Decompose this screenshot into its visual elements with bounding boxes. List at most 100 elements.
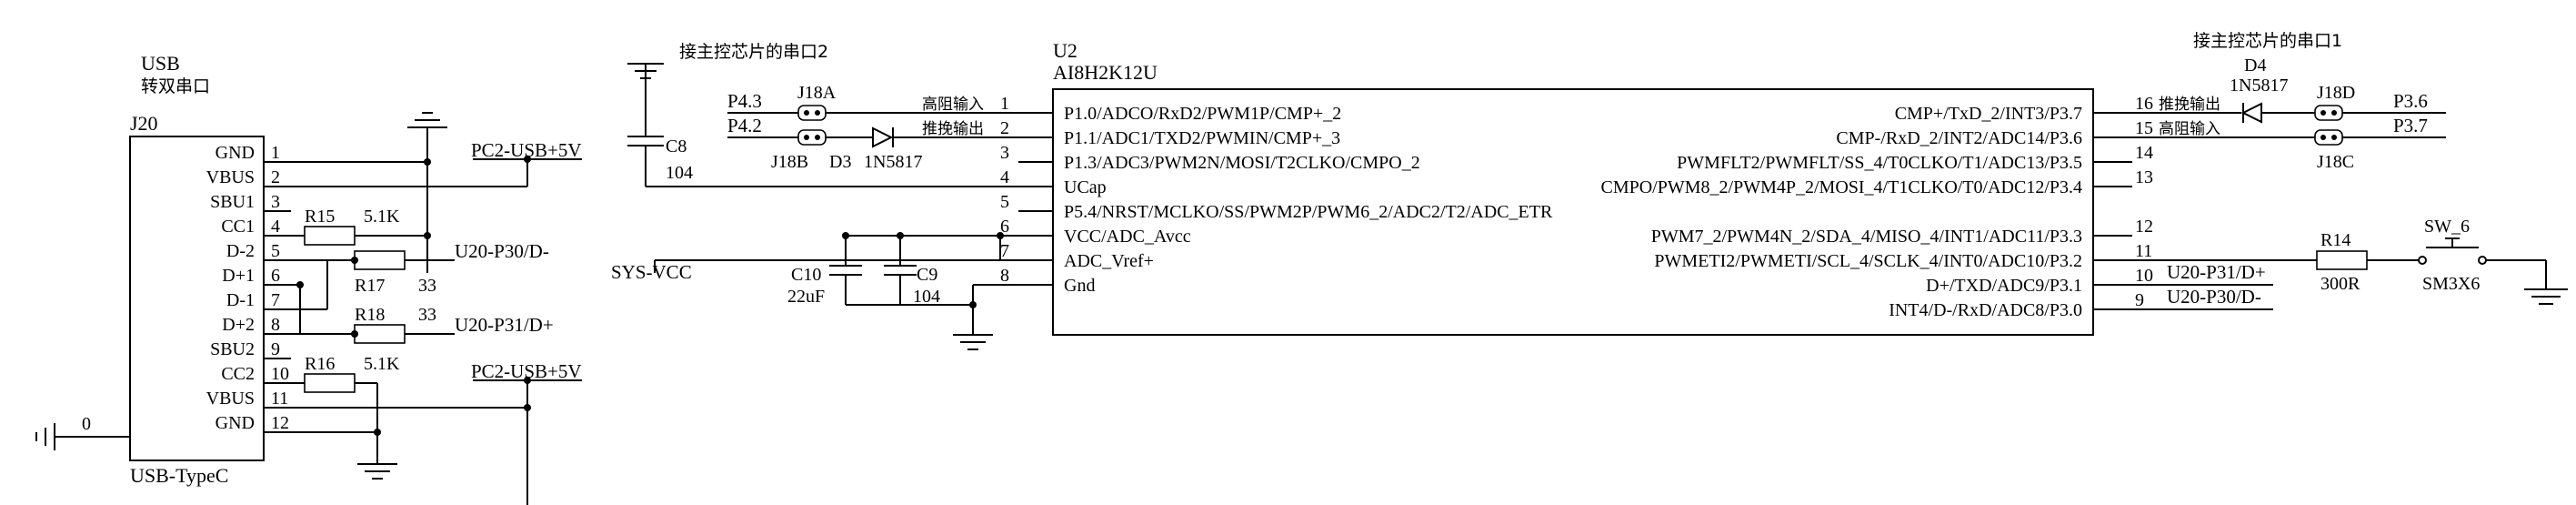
c8-ref: C8 bbox=[666, 136, 687, 157]
mcu-left-pin-mode: 推挽输出 bbox=[922, 120, 984, 138]
net-pc2-usb-5v-top: PC2-USB+5V bbox=[471, 139, 582, 161]
usb-pin-number: 12 bbox=[271, 413, 289, 433]
mcu-right-pin-number: 15 bbox=[2135, 118, 2153, 138]
mcu-left-pin-name: P1.0/ADCO/RxD2/PWM1P/CMP+_2 bbox=[1064, 104, 1341, 124]
mcu-right-pin-number: 13 bbox=[2135, 167, 2153, 187]
right-usb-block: U20-P31/D+ U20-P30/D- R14 300R SW_6 SM3X… bbox=[2093, 161, 2568, 310]
d4-part: 1N5817 bbox=[2230, 76, 2288, 96]
j18c-ref: J18C bbox=[2317, 152, 2354, 172]
j18c-body bbox=[2314, 129, 2343, 146]
j18b-ref: J18B bbox=[771, 152, 808, 172]
c8-cap: C8 104 bbox=[627, 63, 1053, 187]
net-u20-p30: U20-P30/D- bbox=[455, 240, 549, 262]
r17-body bbox=[354, 250, 406, 270]
r14-body bbox=[2316, 250, 2368, 270]
r17-ref: R17 bbox=[355, 276, 385, 296]
usb-shield-ground: 0 bbox=[35, 414, 130, 450]
r18-body bbox=[354, 324, 406, 344]
usb-pin-name: GND bbox=[216, 143, 255, 163]
r18-ref: R18 bbox=[355, 305, 385, 325]
net-p36: P3.6 bbox=[2393, 90, 2428, 112]
usb-title-line2: 转双串口 bbox=[141, 76, 210, 96]
mcu-right-pin-name: CMP+/TxD_2/INT3/P3.7 bbox=[1895, 104, 2082, 124]
usb-body bbox=[129, 136, 265, 461]
mcu-right-pin-name: PWMETI2/PWMETI/SCL_4/SCLK_4/INT0/ADC10/P… bbox=[1654, 251, 2082, 271]
usb-part: USB-TypeC bbox=[130, 464, 228, 487]
j18a-ref: J18A bbox=[797, 83, 837, 103]
d3-body bbox=[872, 126, 894, 148]
mcu-left-pin-mode: 高阻输入 bbox=[922, 96, 984, 114]
usb-pin-name: VBUS bbox=[206, 167, 255, 187]
r14-value: 300R bbox=[2320, 274, 2360, 294]
usb-pin-number: 5 bbox=[271, 241, 280, 261]
sw6-part: SM3X6 bbox=[2422, 274, 2480, 294]
usb-pin-name: D-1 bbox=[226, 290, 255, 310]
mcu-left-pin-name: P1.3/ADC3/PWM2N/MOSI/T2CLKO/CMPO_2 bbox=[1064, 153, 1420, 173]
mcu-left-pin-number: 4 bbox=[1000, 167, 1009, 187]
usb-pin-name: D+2 bbox=[222, 315, 255, 335]
mcu-part: AI8H2K12U bbox=[1053, 61, 1158, 84]
mcu-left-pin-number: 2 bbox=[1000, 118, 1009, 138]
gnd-symbol-mcu bbox=[953, 334, 993, 350]
usb-pin-number: 4 bbox=[271, 217, 280, 237]
mcu-right-pin-number: 11 bbox=[2135, 241, 2152, 261]
d4-ref: D4 bbox=[2244, 56, 2266, 76]
net-right-p30: U20-P30/D- bbox=[2167, 286, 2261, 308]
r18-value: 33 bbox=[418, 305, 436, 325]
usb-ref: J20 bbox=[130, 112, 158, 135]
net-right-p31: U20-P31/D+ bbox=[2167, 261, 2266, 283]
d4-body bbox=[2240, 102, 2262, 124]
usb-pin-number: 2 bbox=[271, 167, 280, 187]
mcu-left-pin-name: VCC/ADC_Avcc bbox=[1064, 227, 1191, 247]
mcu-left-pin-name: P1.1/ADC1/TXD2/PWMIN/CMP+_3 bbox=[1064, 128, 1340, 148]
d3-part: 1N5817 bbox=[864, 152, 922, 172]
net-pc2-usb-5v-bottom: PC2-USB+5V bbox=[471, 360, 582, 382]
r14-ref: R14 bbox=[2320, 230, 2350, 250]
net-u20-p31: U20-P31/D+ bbox=[455, 314, 554, 336]
r17-value: 33 bbox=[418, 276, 436, 296]
uart2-block: 接主控芯片的串口2 C8 104 P4.3 J18A P4.2 bbox=[627, 42, 1053, 187]
usb-pin-number: 8 bbox=[271, 315, 280, 335]
sw6-ref: SW_6 bbox=[2424, 217, 2470, 237]
usb-pin-name: VBUS bbox=[206, 389, 255, 409]
usb-pin-number: 7 bbox=[271, 290, 280, 310]
c9-value: 104 bbox=[913, 287, 940, 307]
mcu-right-pin-number: 14 bbox=[2135, 143, 2153, 163]
gnd-symbol-bottom bbox=[357, 463, 397, 480]
mcu-left-pin-number: 1 bbox=[1000, 94, 1009, 114]
mcu-right-pin-name: D+/TXD/ADC9/P3.1 bbox=[1926, 276, 2082, 296]
mcu-left-pin-number: 7 bbox=[1000, 241, 1009, 261]
mcu-left-pin-name: ADC_Vref+ bbox=[1064, 251, 1154, 271]
usb-shield-label: 0 bbox=[82, 414, 91, 434]
switch-sw6: SW_6 SM3X6 bbox=[2418, 217, 2568, 305]
mcu-right-pin-name: INT4/D-/RxD/ADC8/P3.0 bbox=[1889, 300, 2082, 320]
mcu-left-pin-number: 3 bbox=[1000, 143, 1009, 163]
usb-pin-number: 9 bbox=[271, 339, 280, 359]
mcu-body bbox=[1052, 88, 2094, 336]
mcu-right-pin-number: 9 bbox=[2135, 290, 2144, 310]
usb-pin-name: SBU2 bbox=[210, 339, 255, 359]
usb-pin-number: 10 bbox=[271, 364, 289, 384]
j18b-body bbox=[797, 129, 827, 146]
d3-ref: D3 bbox=[829, 152, 851, 172]
usb-pin-number: 3 bbox=[271, 192, 280, 212]
mcu-left-pin-number: 8 bbox=[1000, 266, 1009, 286]
mcu-right-pin-number: 16 bbox=[2135, 94, 2153, 114]
c10-value: 22uF bbox=[787, 287, 825, 307]
net-p43: P4.3 bbox=[727, 90, 762, 112]
usb-wiring: PC2-USB+5V R15 5.1K R17 33 U20-P30/D- R1… bbox=[264, 112, 582, 505]
mcu-ref: U2 bbox=[1053, 39, 1078, 62]
j18d-body bbox=[2314, 105, 2343, 121]
mcu-right-pin-mode: 推挽输出 bbox=[2159, 96, 2220, 114]
net-p42: P4.2 bbox=[727, 115, 762, 136]
c10-ref: C10 bbox=[791, 265, 821, 285]
r15-value: 5.1K bbox=[364, 207, 400, 227]
mcu-left-pin-name: UCap bbox=[1064, 177, 1107, 197]
mcu-right-pin-number: 10 bbox=[2135, 266, 2153, 286]
usb-pin-name: CC1 bbox=[221, 217, 255, 237]
mcu-right-pin-name: CMPO/PWM8_2/PWM4P_2/MOSI_4/T1CLKO/T0/ADC… bbox=[1600, 177, 2082, 197]
usb-pin-name: CC2 bbox=[221, 364, 255, 384]
